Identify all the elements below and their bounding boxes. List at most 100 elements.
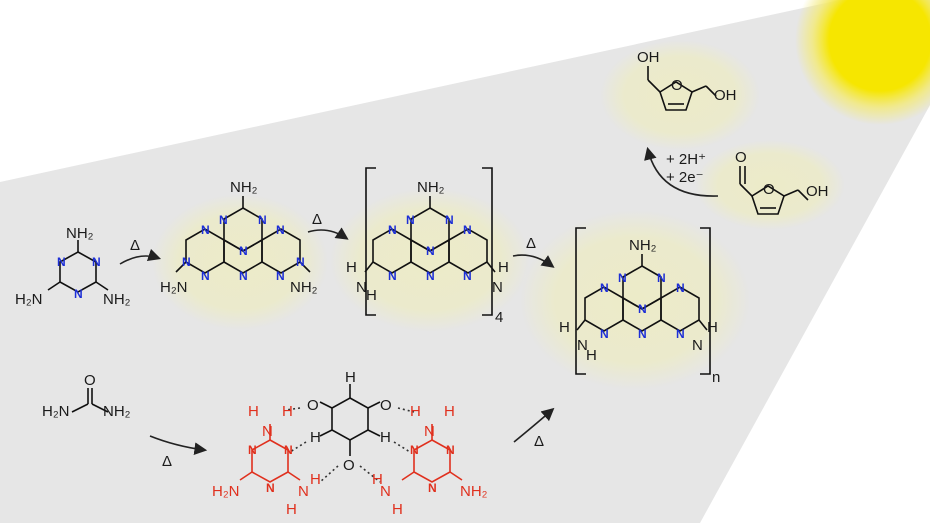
ring-n: N bbox=[406, 213, 415, 227]
ring-n: N bbox=[410, 443, 419, 457]
amine-label: H₂N bbox=[42, 403, 70, 420]
amine-label: NH₂ bbox=[417, 179, 445, 196]
aldehyde-oxygen-label: O bbox=[735, 149, 747, 166]
hydroxyl-label: OH bbox=[714, 87, 737, 104]
hydrogen-label: H bbox=[282, 403, 293, 420]
cyanuric-acid-molecule: H O O O H H bbox=[307, 369, 392, 474]
ring-n: N bbox=[248, 443, 257, 457]
amine-label: NH₂ bbox=[460, 483, 488, 500]
ring-n: N bbox=[182, 255, 191, 269]
hydrogen-label: H bbox=[586, 347, 597, 364]
hydroxyl-label: OH bbox=[806, 183, 829, 200]
oxygen-label: O bbox=[380, 397, 392, 414]
hydrogen-label: H bbox=[248, 403, 259, 420]
ring-n: N bbox=[657, 271, 666, 285]
ring-n: N bbox=[239, 244, 248, 258]
hydrogen-bonds bbox=[285, 407, 415, 483]
amine-label: N bbox=[492, 279, 503, 296]
amine-label: N bbox=[298, 483, 309, 500]
repeat-subscript: n bbox=[712, 369, 720, 386]
glow-carbon-nitride bbox=[520, 210, 750, 390]
ring-n: N bbox=[74, 287, 83, 301]
hydrogen-label: H bbox=[310, 471, 321, 488]
amine-label: NH₂ bbox=[290, 279, 318, 296]
sun-icon bbox=[795, 0, 930, 125]
melamine-red-right: H N H N H H NH₂ N N N bbox=[372, 403, 488, 518]
arrow-reduction bbox=[644, 146, 719, 197]
ring-n: N bbox=[284, 443, 293, 457]
amine-label: H₂N bbox=[160, 279, 188, 296]
ring-n: N bbox=[92, 255, 101, 269]
ring-n: N bbox=[638, 302, 647, 316]
ring-n: N bbox=[618, 271, 627, 285]
amine-label: NH₂ bbox=[66, 225, 94, 242]
delta-label: Δ bbox=[130, 237, 140, 254]
hydrogen-label: H bbox=[310, 429, 321, 446]
amine-label: NH₂ bbox=[103, 291, 131, 308]
ring-n: N bbox=[276, 223, 285, 237]
arrow-heat-2 bbox=[307, 227, 349, 240]
glow-bhmf bbox=[600, 40, 760, 150]
amine-label: H₂N bbox=[212, 483, 240, 500]
hmf-molecule: O OH O bbox=[735, 149, 829, 215]
arrow-heat-4 bbox=[149, 435, 208, 456]
arrow-heat-1 bbox=[119, 248, 162, 265]
amine-label: N bbox=[262, 423, 273, 440]
delta-label: Δ bbox=[526, 235, 536, 252]
amine-label: N bbox=[380, 483, 391, 500]
oxygen-label: O bbox=[84, 372, 96, 389]
delta-label: Δ bbox=[312, 211, 322, 228]
glow-melem-oligomer bbox=[330, 188, 530, 332]
amine-label: N bbox=[577, 337, 588, 354]
melem-molecule: NH₂ H₂N NH₂ N N N N N N N N N N bbox=[160, 179, 318, 296]
glow-hmf bbox=[695, 140, 845, 230]
arrow-heat-3 bbox=[512, 254, 555, 268]
hydrogen-label: H bbox=[392, 501, 403, 518]
ring-n: N bbox=[239, 269, 248, 283]
ring-n: N bbox=[600, 327, 609, 341]
ring-n: N bbox=[600, 281, 609, 295]
ring-n: N bbox=[638, 327, 647, 341]
oxygen-label: O bbox=[671, 77, 683, 94]
ring-n: N bbox=[388, 223, 397, 237]
ring-n: N bbox=[445, 213, 454, 227]
glow-heptazine bbox=[152, 194, 328, 330]
amine-label: NH₂ bbox=[230, 179, 258, 196]
ring-n: N bbox=[463, 223, 472, 237]
melamine-molecule: N N N NH₂ H₂N NH₂ bbox=[15, 225, 131, 308]
urea-molecule: O H₂N NH₂ bbox=[42, 372, 131, 420]
ring-n: N bbox=[463, 269, 472, 283]
delta-label: Δ bbox=[162, 453, 172, 470]
ring-n: N bbox=[266, 481, 275, 495]
amine-label: NH₂ bbox=[629, 237, 657, 254]
ring-n: N bbox=[426, 244, 435, 258]
hydrogen-label: H bbox=[366, 287, 377, 304]
ring-n: N bbox=[676, 327, 685, 341]
hydrogen-label: H bbox=[346, 259, 357, 276]
delta-label: Δ bbox=[534, 433, 544, 450]
amine-label: N bbox=[692, 337, 703, 354]
melamine-red-left: H N H H₂N N H H N N N bbox=[212, 403, 321, 518]
hydrogen-label: H bbox=[286, 501, 297, 518]
ring-n: N bbox=[446, 443, 455, 457]
ring-n: N bbox=[258, 213, 267, 227]
hydrogen-label: H bbox=[559, 319, 570, 336]
carbon-nitride-polymer: n NH₂ H N H N H N N N N N N N N bbox=[559, 227, 720, 386]
melem-oligomer: 4 NH₂ H N H N H N N N N N N N N bbox=[346, 167, 509, 326]
ring-n: N bbox=[219, 213, 228, 227]
hydrogen-label: H bbox=[372, 471, 383, 488]
ring-n: N bbox=[57, 255, 66, 269]
bhmf-molecule: OH OH O bbox=[637, 49, 737, 111]
ring-n: N bbox=[201, 223, 210, 237]
hydrogen-label: H bbox=[444, 403, 455, 420]
electrons-label: + 2e⁻ bbox=[666, 169, 704, 186]
amine-label: N bbox=[356, 279, 367, 296]
hydrogen-label: H bbox=[707, 319, 718, 336]
ring-n: N bbox=[276, 269, 285, 283]
hydroxyl-label: OH bbox=[637, 49, 660, 66]
ring-n: N bbox=[201, 269, 210, 283]
arrow-heat-5 bbox=[513, 407, 555, 443]
hydrogen-label: H bbox=[410, 403, 421, 420]
